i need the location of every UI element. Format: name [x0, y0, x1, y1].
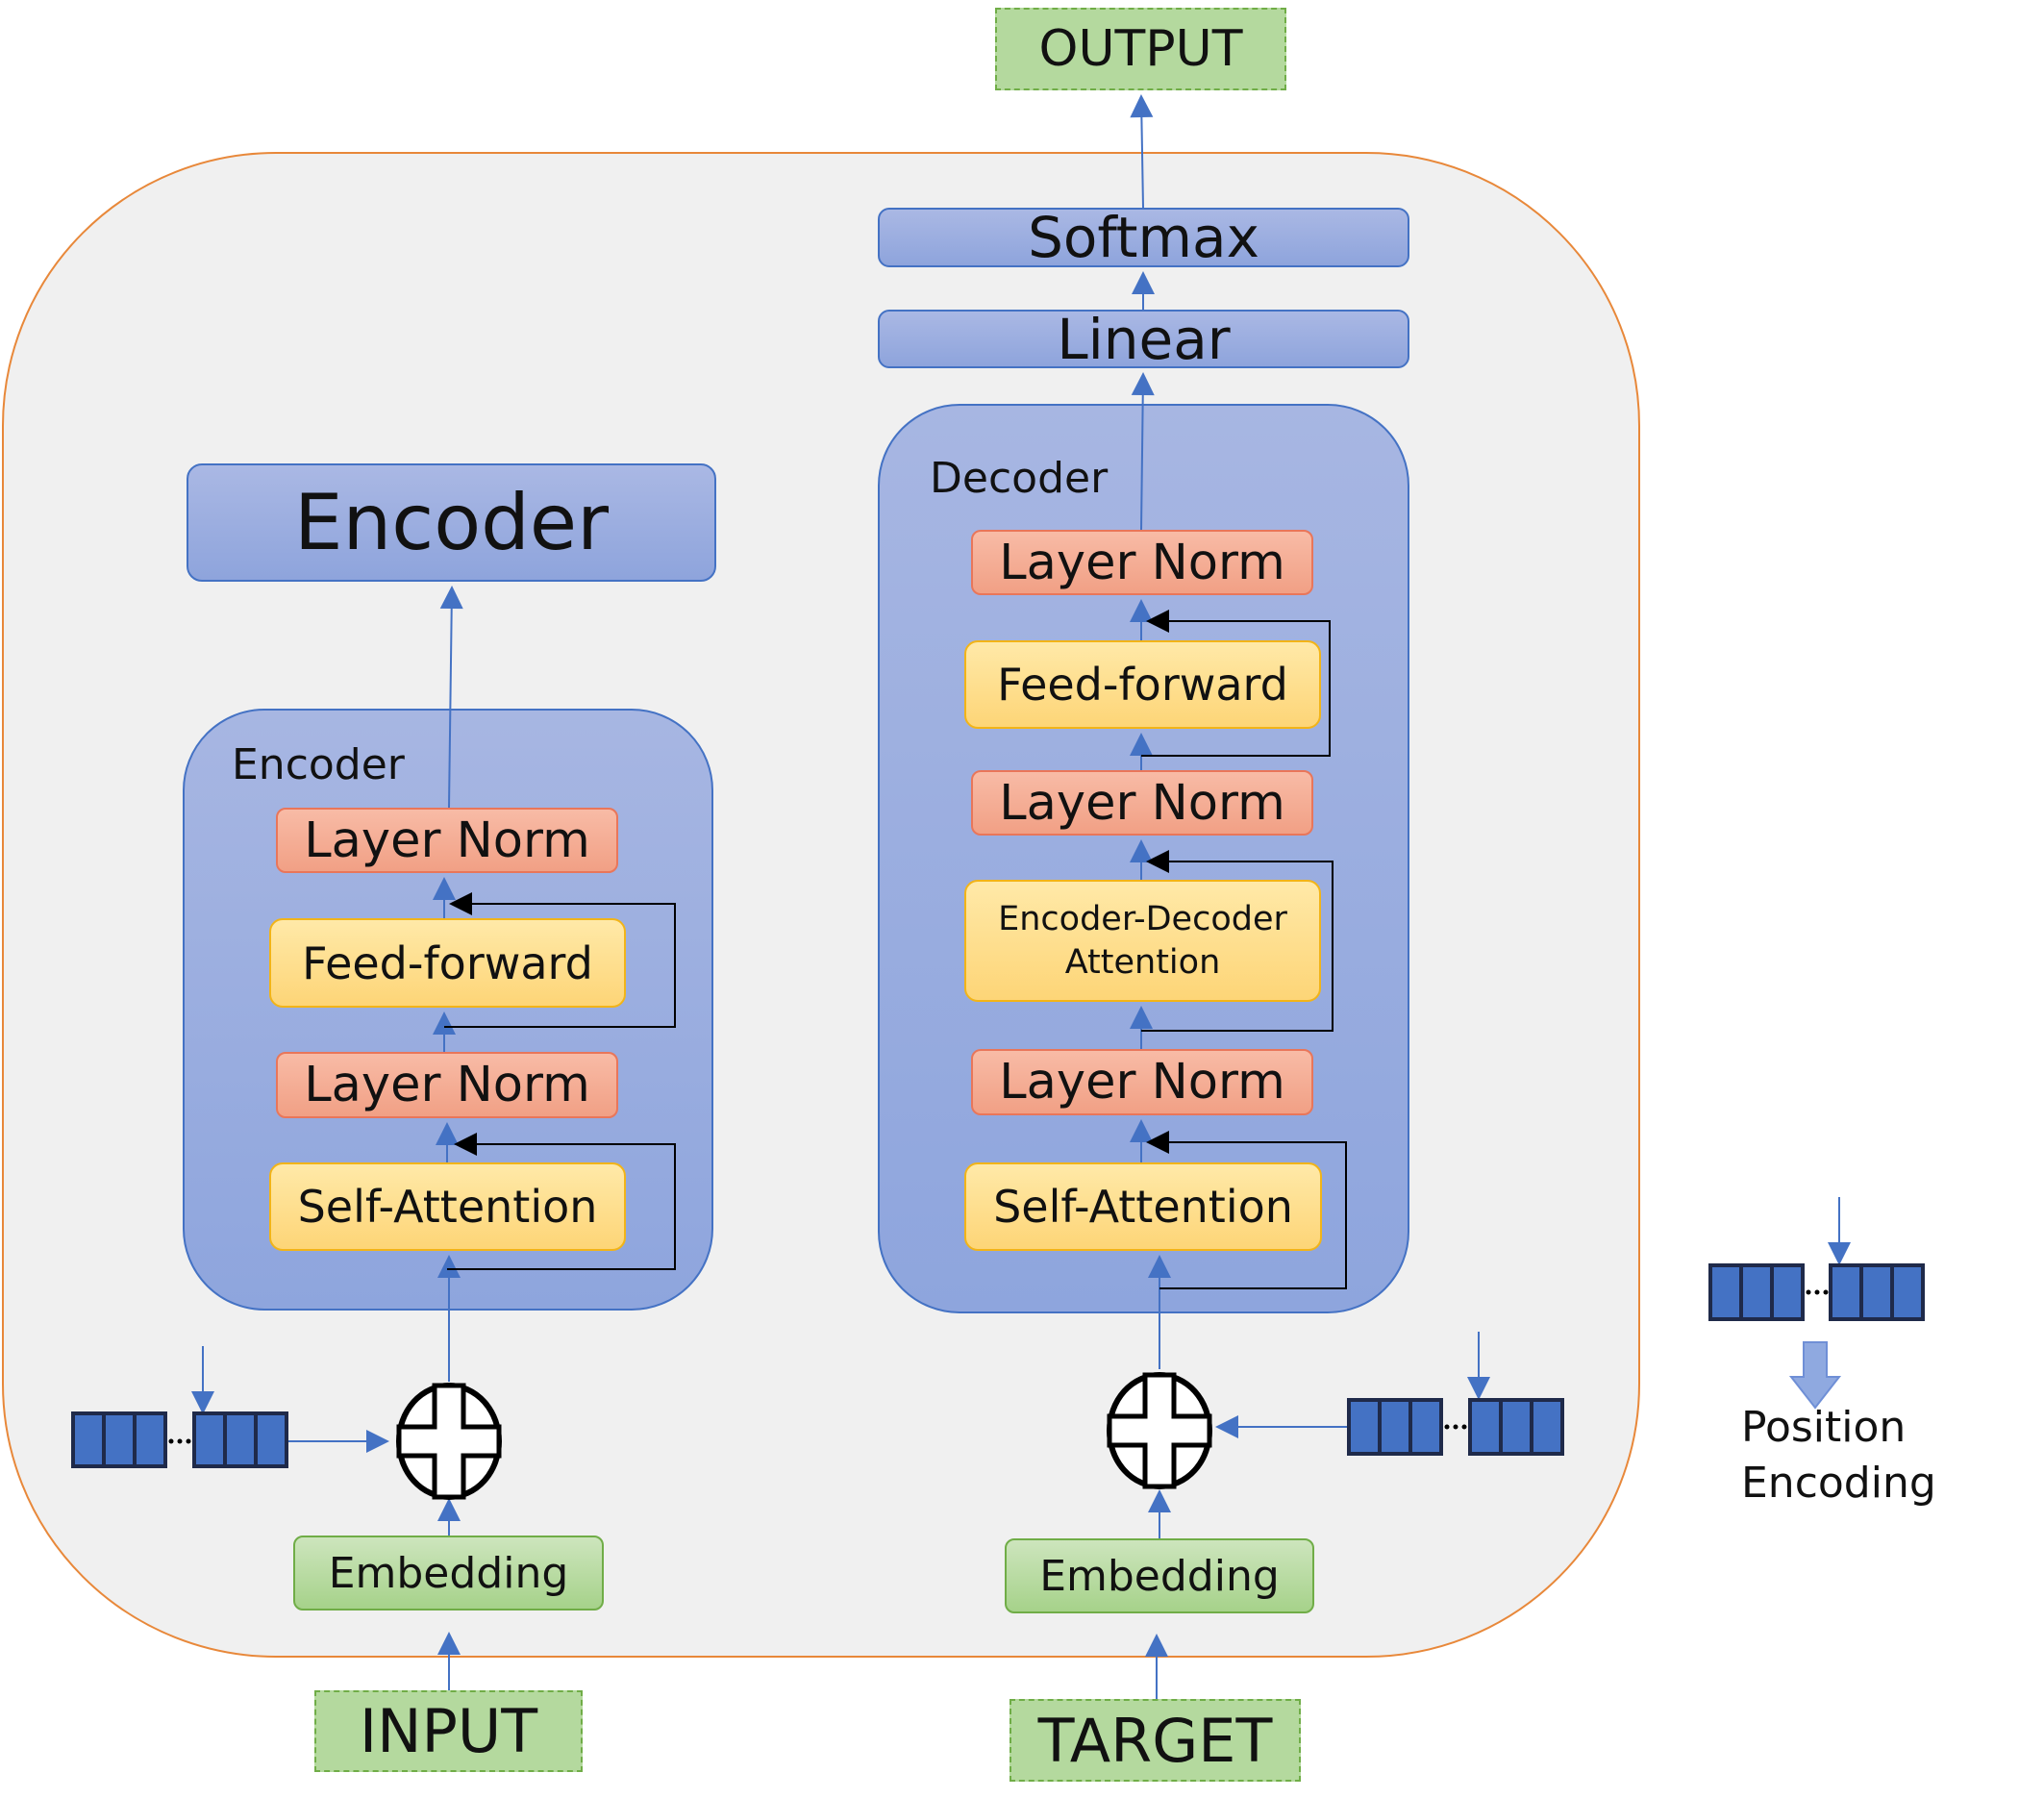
- encoder-layer-norm-bottom: Layer Norm: [276, 1052, 618, 1118]
- linear-label: Linear: [1057, 306, 1231, 372]
- target-box: TARGET: [1010, 1699, 1301, 1782]
- linear-layer: Linear: [878, 307, 1409, 372]
- encoder-position-vector: [71, 1411, 288, 1468]
- input-label: INPUT: [359, 1696, 538, 1766]
- decoder-layer-norm-top: Layer Norm: [971, 530, 1313, 595]
- arrow-encoder-to-stack: [439, 586, 463, 809]
- legend-position-vector: [1708, 1263, 1925, 1321]
- encoder-feed-forward: Feed-forward: [269, 918, 626, 1008]
- enc-dec-attention-line1: Encoder-Decoder: [998, 899, 1287, 938]
- encoder-stack-label: Encoder: [293, 478, 610, 567]
- legend-down-block-arrow: [1788, 1341, 1842, 1410]
- encoder-residual-attention: [447, 1132, 676, 1270]
- encoder-self-attention: Self-Attention: [269, 1162, 626, 1251]
- arrow-decoder-to-linear: [1131, 372, 1155, 531]
- decoder-residual-enc-dec-attention: [1141, 849, 1334, 1032]
- encoder-block-title: Encoder: [232, 740, 405, 789]
- encoder-embedding: Embedding: [293, 1536, 604, 1611]
- encoder-layer-norm-top: Layer Norm: [276, 808, 618, 873]
- decoder-layer-norm-middle: Layer Norm: [971, 770, 1313, 836]
- decoder-add-operator: [1107, 1372, 1212, 1489]
- softmax-label: Softmax: [1028, 205, 1259, 270]
- position-encoding-line1: Position: [1741, 1403, 1907, 1452]
- decoder-residual-feed-forward: [1141, 609, 1331, 757]
- position-encoding-line2: Encoding: [1741, 1459, 1936, 1508]
- decoder-feed-forward: Feed-forward: [964, 640, 1321, 729]
- legend-vector-ellipsis: [1806, 1289, 1829, 1295]
- encoder-vector-ellipsis: [168, 1438, 191, 1444]
- decoder-embedding: Embedding: [1005, 1538, 1314, 1613]
- position-encoding-label: Position Encoding: [1741, 1400, 1936, 1511]
- softmax-layer: Softmax: [878, 205, 1409, 270]
- decoder-position-vector: [1347, 1398, 1564, 1456]
- encoder-residual-feed-forward: [444, 891, 676, 1028]
- encoder-stack: Encoder: [187, 463, 716, 582]
- decoder-block-title: Decoder: [930, 454, 1109, 503]
- decoder-vector-ellipsis: [1444, 1424, 1467, 1430]
- output-box: OUTPUT: [995, 8, 1286, 90]
- decoder-self-attention: Self-Attention: [964, 1162, 1322, 1251]
- target-label: TARGET: [1037, 1705, 1273, 1776]
- output-label: OUTPUT: [1038, 20, 1243, 78]
- decoder-layer-norm-bottom: Layer Norm: [971, 1049, 1313, 1115]
- encoder-add-operator: [396, 1383, 502, 1500]
- decoder-residual-self-attention: [1145, 1130, 1347, 1289]
- arrow-softmax-to-output: [1130, 94, 1154, 209]
- enc-dec-attention-line2: Attention: [1064, 942, 1221, 982]
- encoder-decoder-attention: Encoder-Decoder Attention: [964, 880, 1321, 1002]
- input-box: INPUT: [314, 1690, 583, 1772]
